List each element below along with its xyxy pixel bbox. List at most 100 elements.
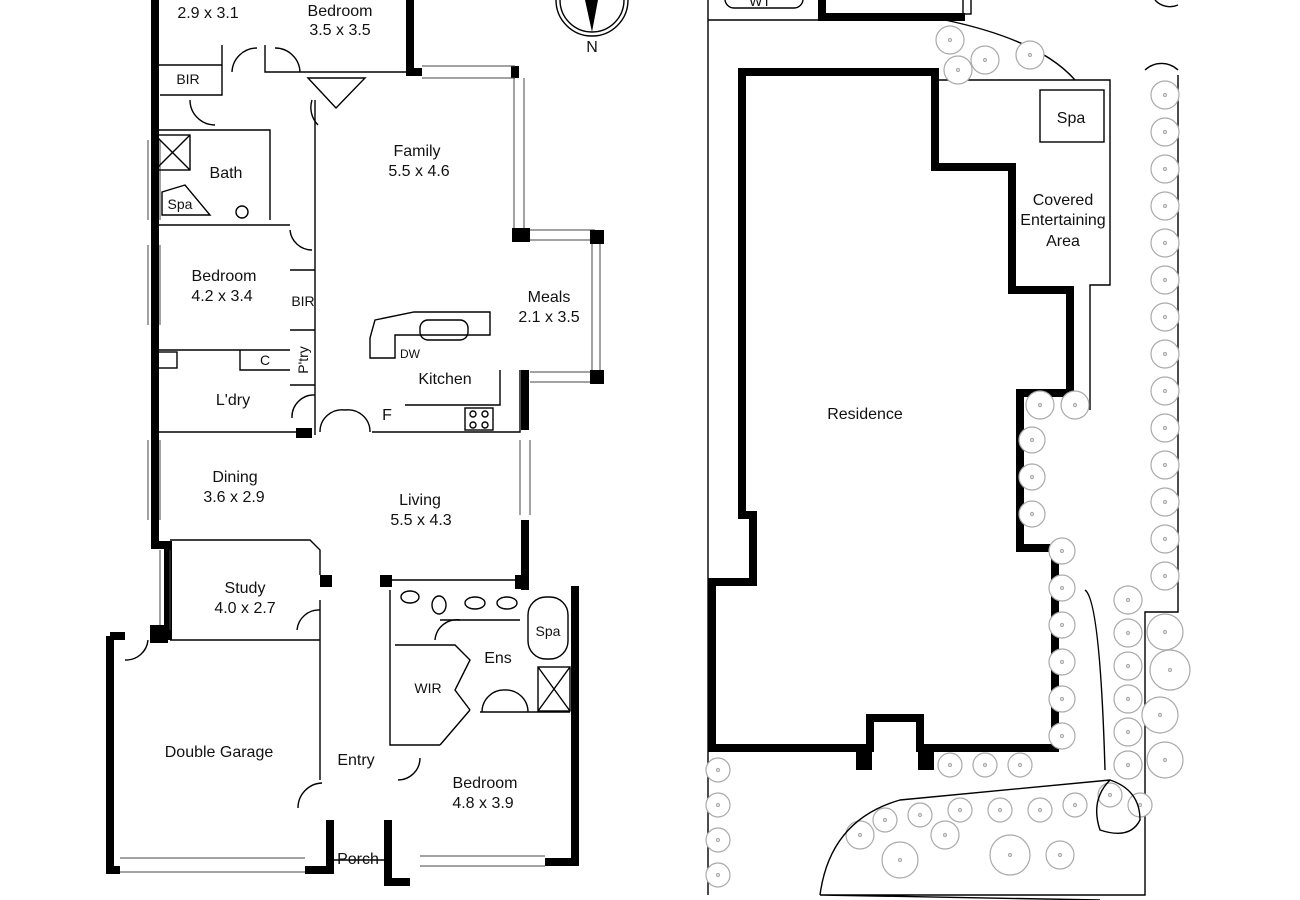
shrub-center — [715, 767, 721, 773]
bedroom-main-name: Bedroom — [453, 775, 518, 792]
shrub-center — [1125, 630, 1131, 636]
bedroom-top-name: Bedroom — [308, 3, 373, 20]
fixtures — [154, 77, 571, 712]
dishwasher-label: DW — [400, 347, 421, 361]
shrub-center — [1059, 659, 1065, 665]
shrub-center — [897, 857, 903, 863]
shrub-center — [715, 872, 721, 878]
shrub-center — [1059, 622, 1065, 628]
shrub-center — [955, 67, 961, 73]
shrub-center — [1162, 536, 1168, 542]
shrub-center — [857, 832, 863, 838]
covered-area-line2: Entertaining — [1020, 212, 1105, 229]
shrub-center — [1072, 402, 1078, 408]
shrub-center — [1059, 696, 1065, 702]
shrub-center — [982, 57, 988, 63]
shrub-center — [1162, 351, 1168, 357]
shrub-center — [1162, 499, 1168, 505]
landscaping-plants — [705, 25, 1191, 888]
shrub-center — [917, 812, 923, 818]
shrub-center — [1167, 667, 1173, 673]
shrub-center — [1125, 696, 1131, 702]
shrub-center — [1157, 712, 1163, 718]
fridge-label: F — [382, 407, 392, 424]
shrub-center — [1072, 802, 1078, 808]
residence-outline — [708, 68, 1074, 752]
shrub-center — [1059, 548, 1065, 554]
shrub-center — [1125, 762, 1131, 768]
shrub-center — [942, 832, 948, 838]
shrub-center — [1162, 425, 1168, 431]
bedroom-top-left-dims: 2.9 x 3.1 — [177, 5, 238, 22]
living-dims: 5.5 x 4.3 — [390, 512, 451, 529]
windows — [120, 65, 601, 873]
shrub-center — [1059, 585, 1065, 591]
shrub-center — [1162, 203, 1168, 209]
entry-label: Entry — [337, 752, 374, 769]
porch-label: Porch — [337, 851, 379, 868]
room-labels: 2.9 x 3.1 Bedroom 3.5 x 3.5 BIR Bath Spa… — [165, 3, 580, 868]
shrub-center — [1162, 573, 1168, 579]
residence-label: Residence — [827, 406, 903, 423]
shrub-center — [1162, 757, 1168, 763]
shrub-center — [1007, 852, 1013, 858]
shrub-center — [1037, 807, 1043, 813]
spa-ensuite-label: Spa — [536, 623, 561, 639]
covered-area-line3: Area — [1046, 233, 1080, 250]
shrub-center — [1125, 663, 1131, 669]
wall-blocks — [150, 228, 604, 643]
shrub-center — [982, 762, 988, 768]
bedroom-top-dims: 3.5 x 3.5 — [309, 22, 370, 39]
shrub-center — [1057, 852, 1063, 858]
meals-dims: 2.1 x 3.5 — [518, 309, 579, 326]
residence-blocks — [856, 748, 934, 770]
door-swings — [124, 47, 529, 809]
shrub-center — [947, 37, 953, 43]
meals-name: Meals — [528, 289, 571, 306]
site-spa-label: Spa — [1057, 110, 1086, 127]
shrub-center — [1162, 314, 1168, 320]
bedroom-main-dims: 4.8 x 3.9 — [452, 795, 513, 812]
shrub-center — [1107, 792, 1113, 798]
shrub-center — [882, 817, 888, 823]
family-dims: 5.5 x 4.6 — [388, 163, 449, 180]
shrub-center — [1137, 802, 1143, 808]
dining-dims: 3.6 x 2.9 — [203, 489, 264, 506]
kitchen-label: Kitchen — [418, 371, 471, 388]
shrub-center — [1162, 129, 1168, 135]
shrub-center — [1162, 166, 1168, 172]
shrub-center — [957, 807, 963, 813]
shrub-center — [1017, 762, 1023, 768]
shrub-center — [1125, 729, 1131, 735]
house-walls — [106, 0, 579, 886]
study-name: Study — [225, 580, 266, 597]
ensuite-label: Ens — [484, 650, 512, 667]
laundry-label: L'dry — [216, 392, 250, 409]
shrub-center — [1029, 437, 1035, 443]
family-name: Family — [393, 143, 440, 160]
water-tank-label: WT — [749, 0, 771, 9]
compass-north-label: N — [586, 39, 598, 56]
shrub-center — [1162, 629, 1168, 635]
garden-edge — [819, 589, 1141, 896]
shrub-center — [1027, 52, 1033, 58]
bir-mid-label: BIR — [291, 293, 314, 309]
shrub-center — [1125, 597, 1131, 603]
study-dims: 4.0 x 2.7 — [214, 600, 275, 617]
shrub-center — [1162, 388, 1168, 394]
shrub-center — [1162, 277, 1168, 283]
wir-label: WIR — [414, 680, 441, 696]
shrub-center — [1162, 92, 1168, 98]
bir-top-label: BIR — [176, 71, 199, 87]
bath-label: Bath — [210, 165, 243, 182]
living-name: Living — [399, 492, 441, 509]
covered-area-line1: Covered — [1033, 192, 1093, 209]
shrub-center — [1037, 402, 1043, 408]
shrub-center — [715, 802, 721, 808]
shrub-center — [1029, 511, 1035, 517]
pantry-label: P'try — [295, 346, 311, 374]
site-boundary — [707, 0, 1179, 900]
shrub-center — [997, 807, 1003, 813]
dining-name: Dining — [212, 469, 257, 486]
